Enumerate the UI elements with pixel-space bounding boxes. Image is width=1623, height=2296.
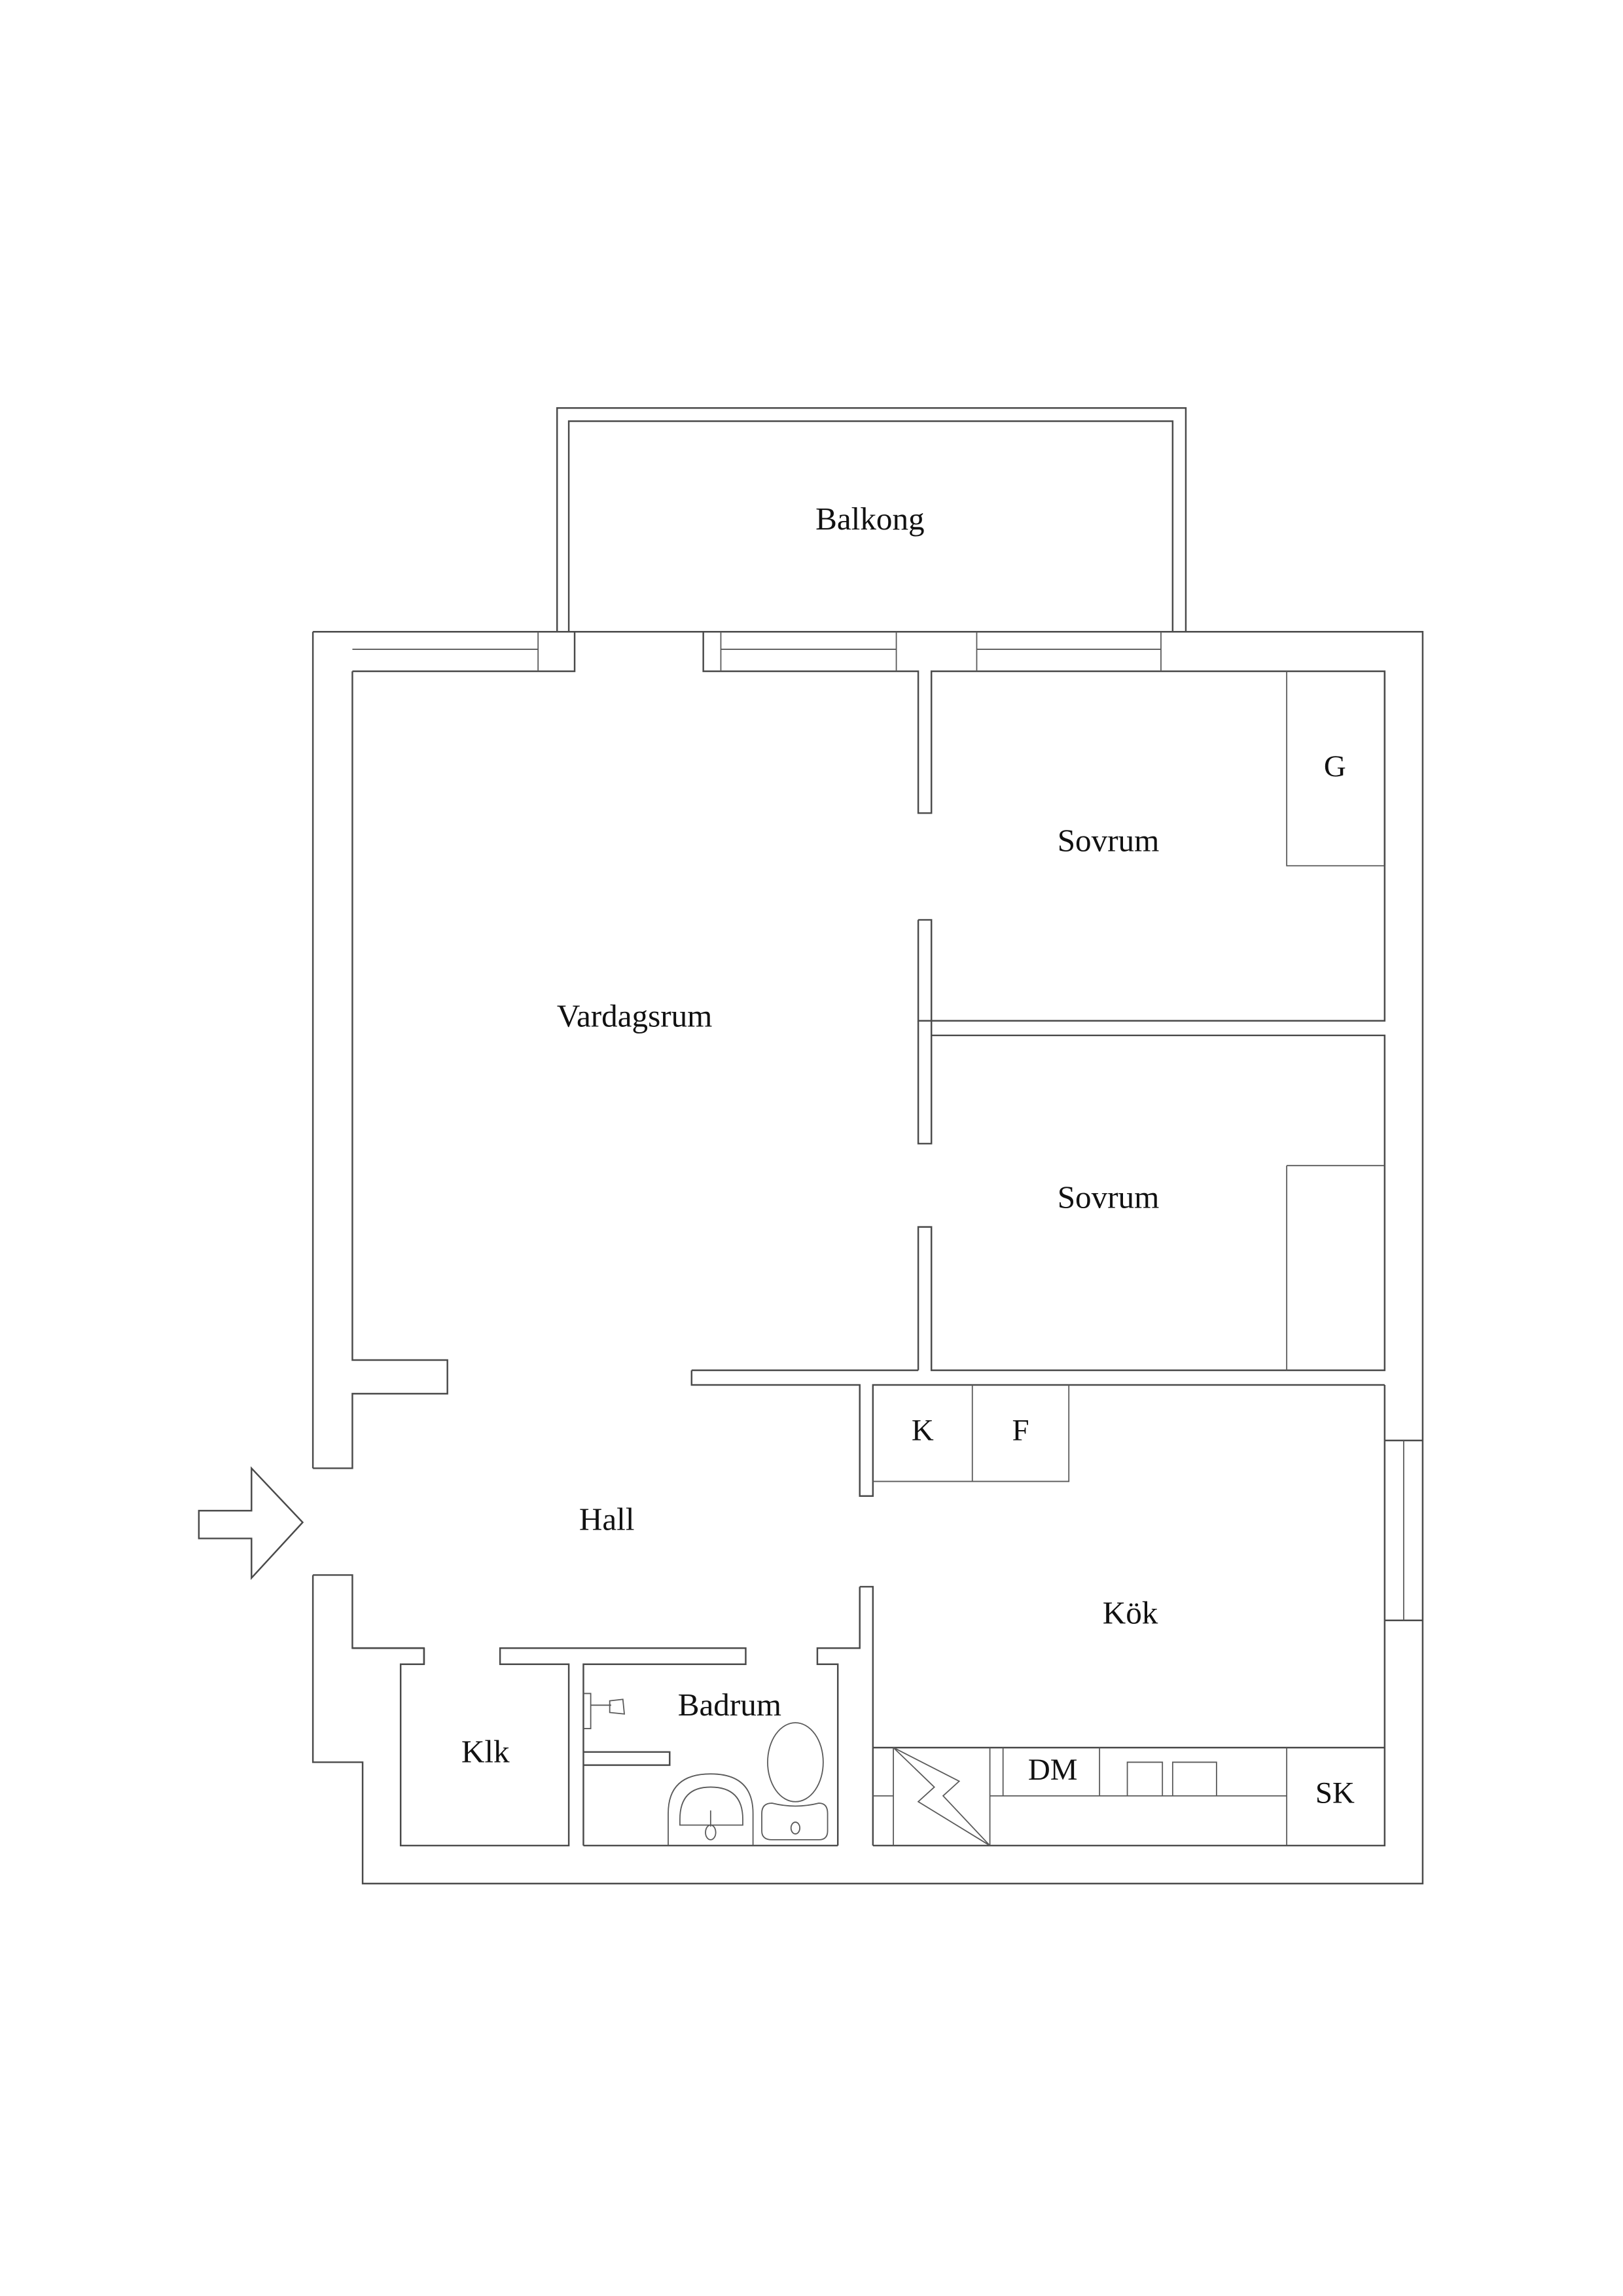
dishwasher-label: DM xyxy=(1028,1753,1078,1787)
living-room-label: Vardagsrum xyxy=(557,998,712,1034)
bathroom-label: Badrum xyxy=(678,1687,781,1723)
bedroom-1: G Sovrum xyxy=(917,671,1386,1022)
balcony-label: Balkong xyxy=(815,501,925,537)
wardrobe-label: G xyxy=(1324,749,1346,783)
freezer-label: F xyxy=(1012,1413,1029,1447)
kitchen-sink-icon xyxy=(1126,1761,1217,1796)
walk-in-closet-label: Klk xyxy=(461,1734,510,1770)
walk-in-closet: Klk xyxy=(399,1647,747,1847)
fridge-freezer: K F xyxy=(872,1384,1070,1482)
stove-icon xyxy=(893,1747,991,1846)
broom-cupboard-label: SK xyxy=(1315,1776,1355,1810)
kitchen-counter: DM SK xyxy=(872,1746,1386,1847)
toilet-icon xyxy=(761,1722,829,1840)
balcony: Balkong xyxy=(556,407,1187,632)
washbasin-icon xyxy=(668,1773,754,1846)
fridge-label: K xyxy=(912,1413,934,1447)
bedroom-1-label: Sovrum xyxy=(1058,823,1160,859)
bedroom-2: Sovrum xyxy=(917,1020,1386,1371)
bedroom-2-label: Sovrum xyxy=(1058,1179,1160,1215)
bathroom: Badrum xyxy=(583,1687,838,1847)
kitchen-walls xyxy=(690,1369,1423,1846)
kitchen-label: Kök xyxy=(1103,1594,1158,1630)
outer-walls xyxy=(312,631,1424,1885)
entrance-arrow-icon xyxy=(198,1466,304,1581)
hall-label: Hall xyxy=(579,1501,635,1537)
top-windows xyxy=(352,632,1386,866)
shower-icon xyxy=(583,1693,626,1729)
